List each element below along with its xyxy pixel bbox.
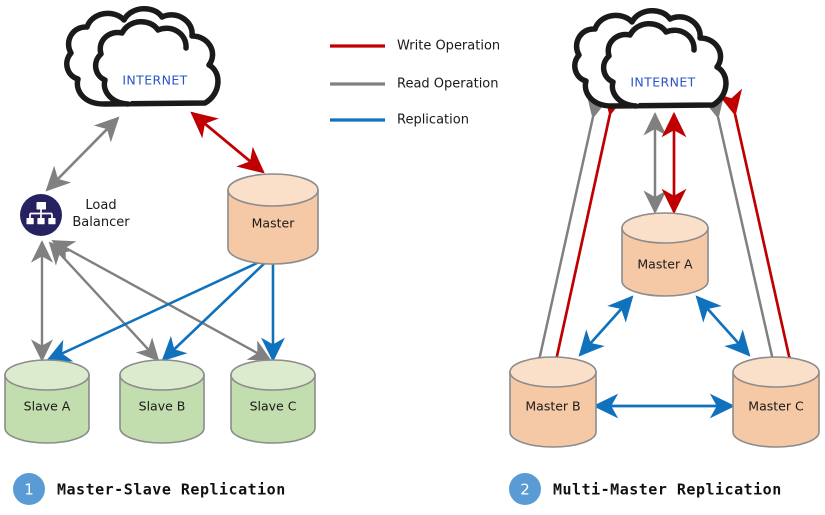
badge-number-2: 2 [520,481,530,499]
db-cylinder-body [509,371,597,448]
cloud-label: INTERNET [122,73,187,88]
slave-c-db-label: Slave C [250,399,297,414]
edge-cloud-masterb-read [524,93,609,380]
legend: Write Operation Read Operation Replicati… [330,39,500,128]
badge-circle-1 [13,473,45,505]
internet-cloud-left: INTERNET [64,6,221,107]
slave-a-db-node[interactable]: Slave A [4,359,90,444]
edge-cloud-masterb-write [539,88,628,382]
master-c-db-node[interactable]: Master C [732,356,820,448]
caption-master-slave: 1 Master-Slave Replication [13,473,286,505]
db-cylinder-top [230,359,316,391]
slave-b-db-node[interactable]: Slave B [119,359,205,444]
edge-master-slavea-replication [46,256,269,362]
db-cylinder-top [227,173,319,207]
db-cylinder-body [4,374,90,444]
caption-multi-master: 2 Multi-Master Replication [509,473,782,505]
load-balancer-node[interactable]: Load Balancer [20,194,130,236]
legend-label-write: Write Operation [397,39,500,54]
badge-number-1: 1 [24,481,34,499]
master-b-db-node[interactable]: Master B [509,356,597,448]
load-balancer-glyph [26,202,56,225]
caption-label-master-slave: Master-Slave Replication [57,481,286,499]
master-c-db-label: Master C [748,399,804,414]
slave-b-db-label: Slave B [139,399,186,414]
edge-masterc-mastera-replication [695,295,751,357]
db-cylinder-top [732,356,820,388]
load-balancer-label-line2: Balancer [72,215,130,230]
master-db-node[interactable]: Master [227,173,319,265]
internet-cloud-right: INTERNET [572,8,729,109]
legend-label-replication: Replication [397,113,469,128]
slave-c-db-node[interactable]: Slave C [230,359,316,444]
edge-cloud-master-write [190,111,265,174]
db-cylinder-top [4,359,90,391]
db-cylinder-top [509,356,597,388]
load-balancer-label-line1: Load [85,198,116,213]
edge-loadbalancer-slaveb-read [48,241,160,362]
edge-cloud-masterc-write [717,88,807,382]
edge-cloud-loadbalancer-read [45,116,120,192]
legend-item-write: Write Operation [330,39,500,54]
db-cylinder-top [621,212,709,244]
legend-item-read: Read Operation [330,77,499,92]
legend-item-replication: Replication [330,113,469,128]
edge-masterb-mastera-replication [578,295,634,357]
multi-master-diagram: INTERNET Master A Master B Master C [509,8,820,448]
edge-master-slaveb-replication [161,257,271,362]
slave-a-db-label: Slave A [24,399,71,414]
master-db-label: Master [252,216,296,231]
caption-label-multi-master: Multi-Master Replication [553,481,782,499]
legend-label-read: Read Operation [397,77,499,92]
db-cylinder-top [119,359,205,391]
db-cylinder-body [732,371,820,448]
cloud-label: INTERNET [630,75,695,90]
db-cylinder-body [227,189,319,265]
master-slave-diagram: INTERNET Load Balancer Master [4,6,319,444]
cloud-inner-fold-icon [600,21,697,109]
master-a-db-label: Master A [637,257,693,272]
cloud-inner-fold-icon [92,19,189,107]
master-a-db-node[interactable]: Master A [621,212,709,297]
db-cylinder-body [621,227,709,297]
badge-circle-2 [509,473,541,505]
db-cylinder-body [119,374,205,444]
edge-loadbalancer-slavec-read [51,239,272,362]
master-b-db-label: Master B [525,399,580,414]
db-cylinder-body [230,374,316,444]
